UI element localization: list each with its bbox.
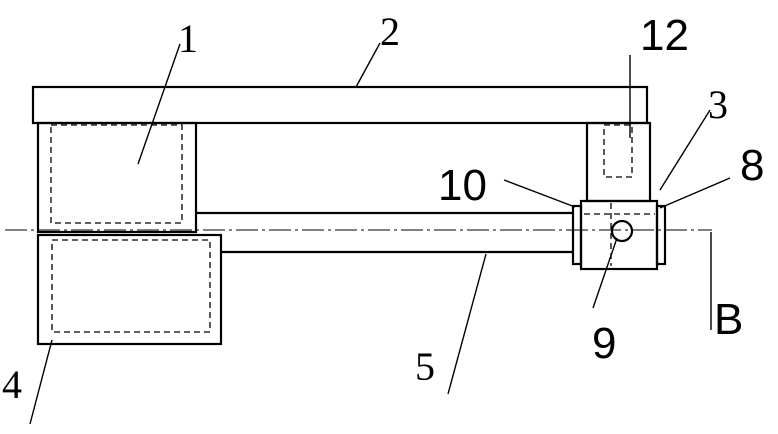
leader-2 <box>356 43 380 87</box>
left-flange <box>573 206 581 264</box>
leader-1 <box>138 44 180 164</box>
label-part-3: 3 <box>708 82 728 127</box>
block-1-hidden-outline <box>51 125 182 223</box>
label-part-12: 12 <box>640 11 689 60</box>
label-part-2: 2 <box>380 9 400 54</box>
label-part-10: 10 <box>438 161 487 210</box>
support-post-hidden-pin <box>604 125 632 177</box>
label-part-4: 4 <box>2 362 22 407</box>
label-part-1: 1 <box>178 16 198 61</box>
leader-3 <box>660 110 710 190</box>
block-1 <box>38 123 196 232</box>
leader-8 <box>660 178 730 208</box>
leader-10 <box>504 180 575 207</box>
label-part-8: 8 <box>740 141 764 190</box>
pin-circle <box>612 221 632 241</box>
bearing-housing <box>581 201 657 269</box>
right-flange <box>657 206 665 264</box>
label-part-5: 5 <box>415 344 435 389</box>
label-part-9: 9 <box>592 319 616 368</box>
label-section-b: B <box>714 295 743 344</box>
leader-5 <box>448 254 486 394</box>
block-4 <box>38 235 221 344</box>
support-post <box>587 123 650 201</box>
leader-4 <box>30 340 52 424</box>
block-4-hidden-outline <box>52 240 210 332</box>
top-beam <box>33 87 647 123</box>
leader-9 <box>593 238 617 308</box>
